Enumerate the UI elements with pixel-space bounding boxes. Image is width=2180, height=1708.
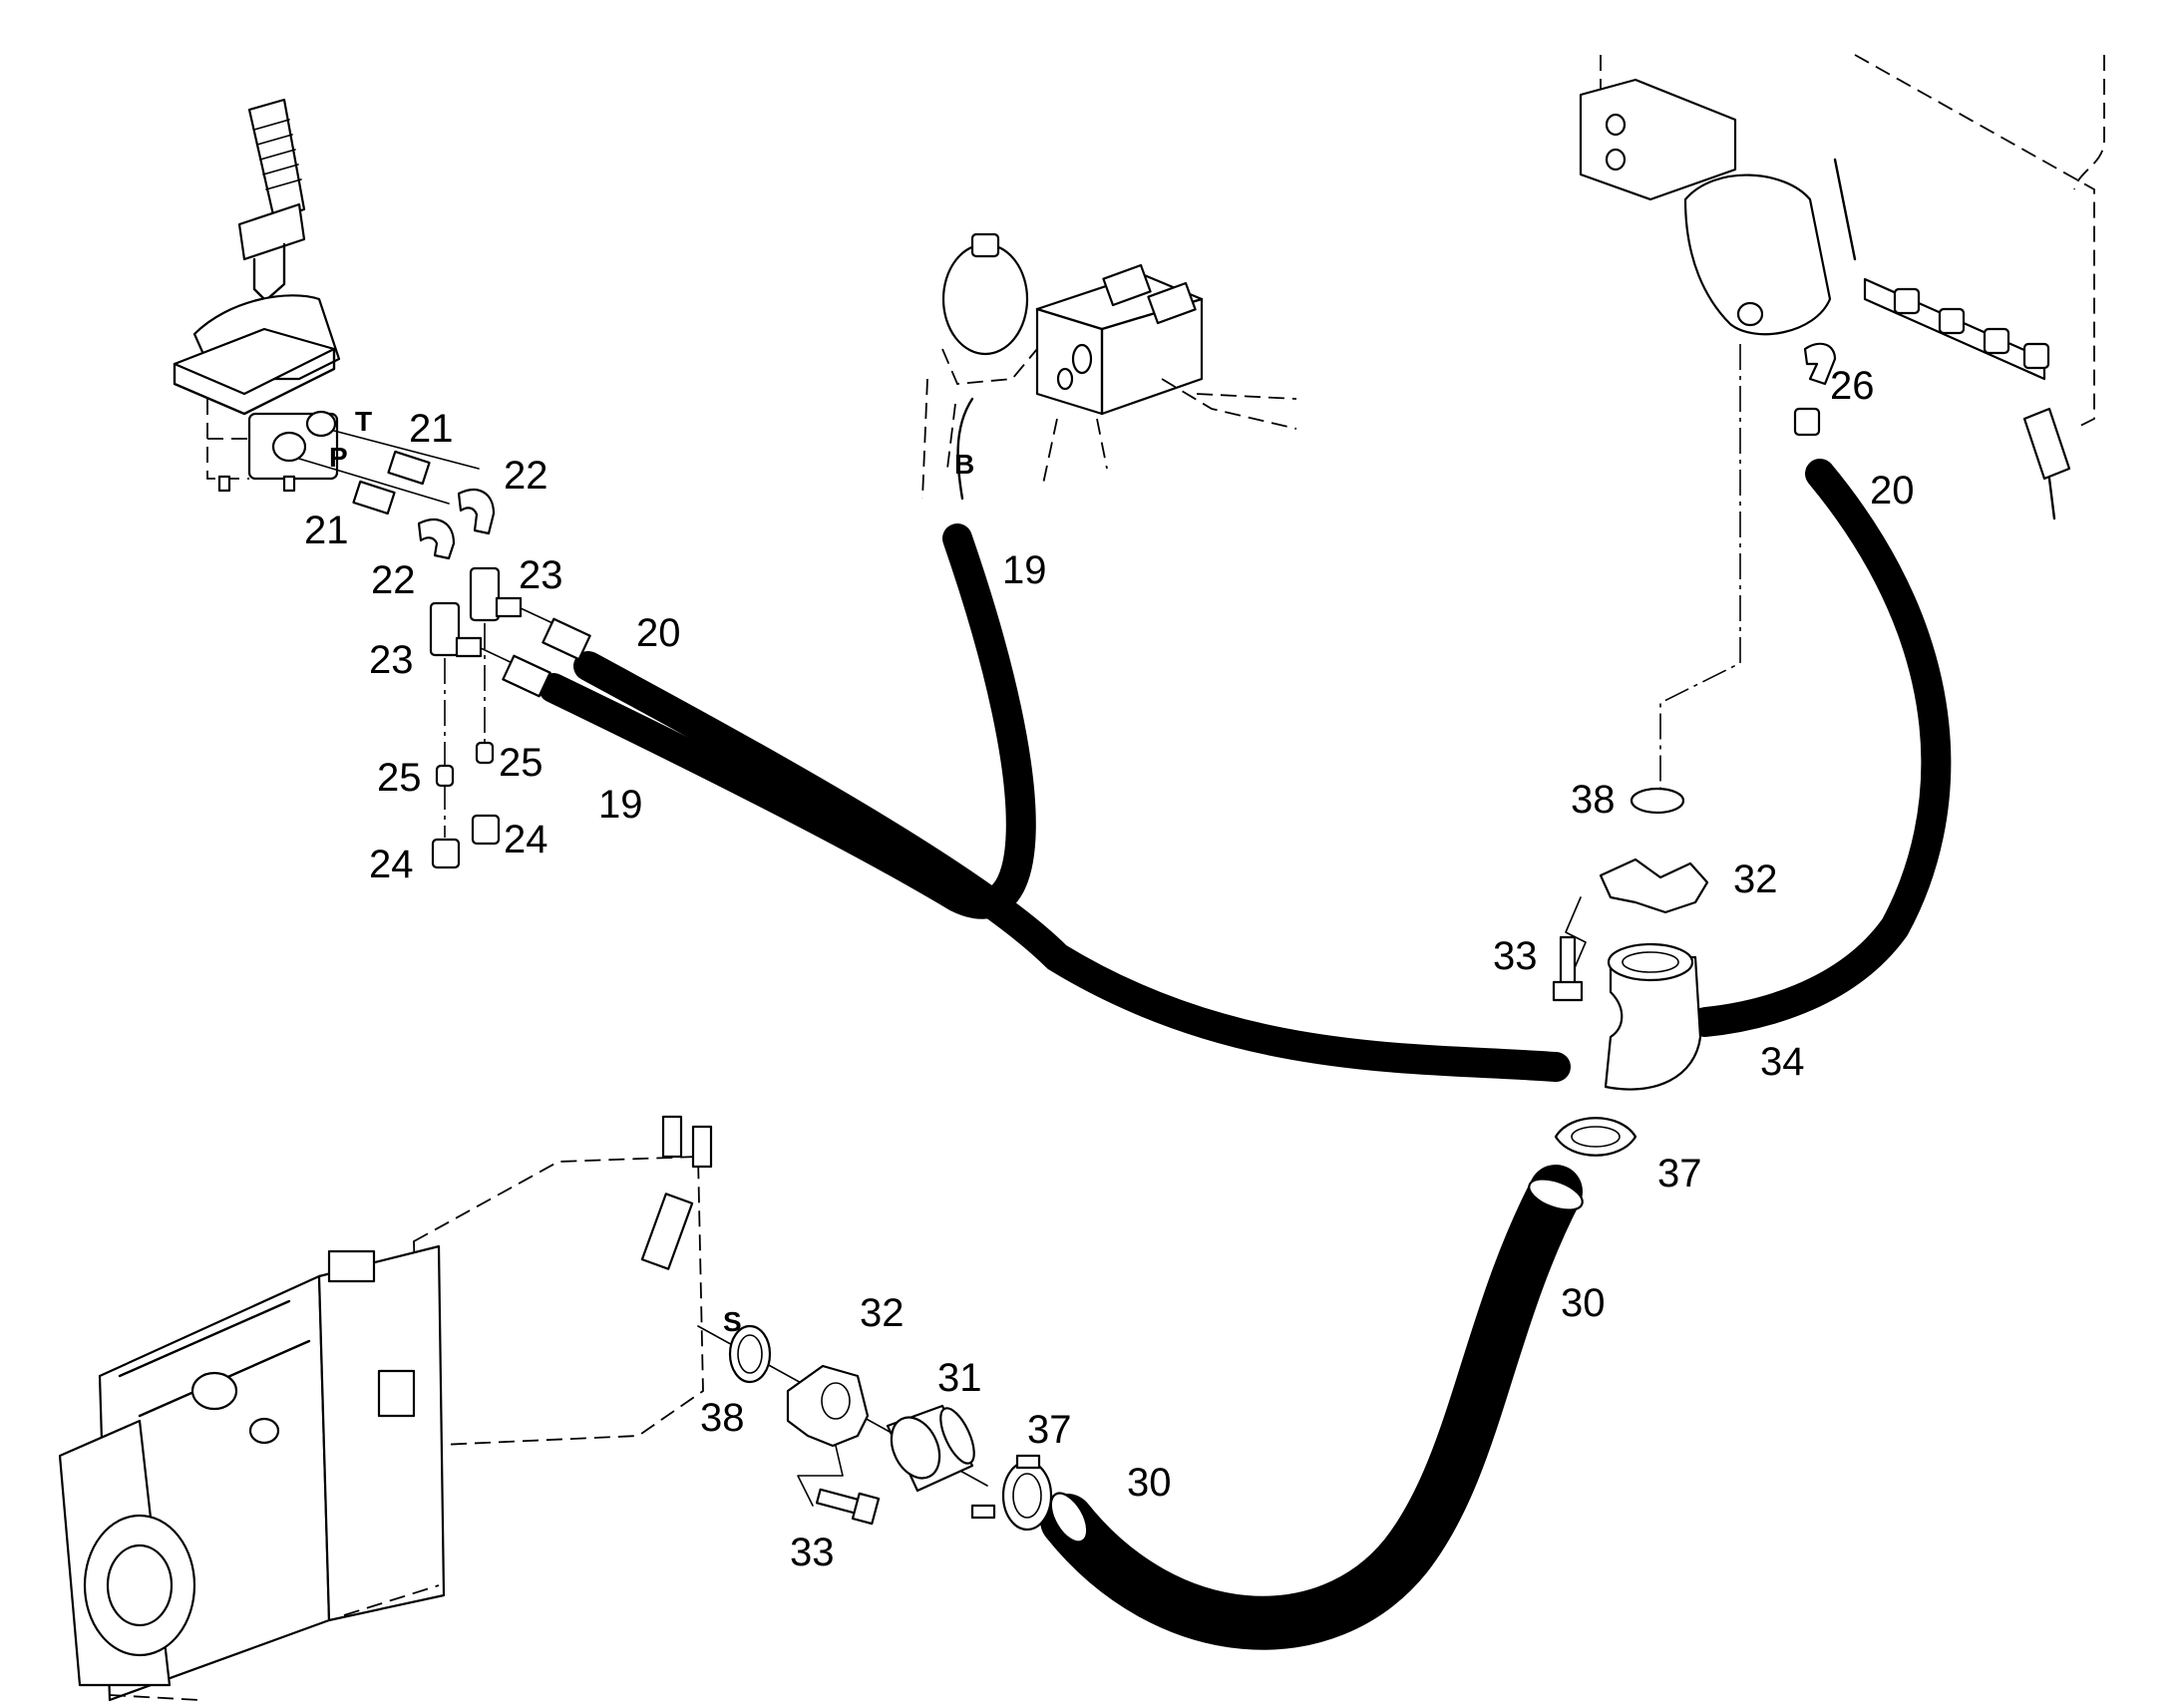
- flange-32-right: [1599, 857, 1709, 914]
- elbow-34: [1604, 942, 1702, 1091]
- joystick-valve: [173, 98, 341, 493]
- port-label-s: S: [723, 1306, 742, 1337]
- clamp-37-bottom: [970, 1454, 1053, 1532]
- elbow-22-upper: [457, 488, 496, 535]
- part-label-25: 25: [499, 741, 544, 785]
- part-label-19: 19: [598, 783, 643, 827]
- part-label-30: 30: [1127, 1461, 1172, 1505]
- part-label-25: 25: [377, 756, 422, 800]
- part-label-32: 32: [1733, 857, 1778, 901]
- hose-end-fittings: [502, 617, 591, 698]
- plug-25-right: [475, 741, 495, 765]
- part-label-21: 21: [304, 509, 349, 552]
- fitting-21-upper: [387, 450, 431, 486]
- part-label-24: 24: [369, 843, 414, 886]
- hose-20-right: [1690, 459, 1952, 1037]
- suction-hose-30: [1040, 1165, 1584, 1650]
- part-label-38: 38: [700, 1396, 745, 1440]
- nut-24-right: [471, 814, 501, 846]
- part-label-32: 32: [860, 1291, 905, 1335]
- part-label-31: 31: [937, 1356, 982, 1400]
- part-label-34: 34: [1760, 1040, 1805, 1084]
- part-label-19: 19: [1002, 548, 1047, 592]
- part-label-20: 20: [636, 611, 681, 655]
- hose-19-long: [539, 523, 1036, 919]
- o-ring-38-right: [1630, 787, 1685, 815]
- fittings-group: [298, 430, 591, 869]
- part-label-30: 30: [1561, 1281, 1606, 1325]
- clamp-37-right: [1554, 1117, 1637, 1157]
- suction-fittings-bottom: [697, 1324, 1053, 1532]
- part-label-33: 33: [790, 1531, 835, 1574]
- bolt-33-bottom: [815, 1488, 881, 1526]
- port-label-p: P: [329, 442, 348, 473]
- part-label-37: 37: [1027, 1408, 1072, 1452]
- hose-20-long: [573, 651, 1571, 1082]
- flange-32-bottom: [786, 1364, 870, 1448]
- bolt-33-right: [1552, 935, 1584, 1002]
- suction-fittings-right: [1552, 787, 1709, 1157]
- o-ring-38-bottom: [728, 1324, 772, 1384]
- plug-25-left: [435, 764, 455, 788]
- port-label-b: B: [954, 449, 974, 480]
- adapter-31: [886, 1404, 975, 1493]
- tank-pump-top-right: [1579, 54, 2105, 798]
- part-label-26: 26: [1830, 364, 1875, 408]
- manifold-fittings: [1893, 287, 2071, 520]
- tee-23-lower: [429, 601, 483, 658]
- part-label-23: 23: [519, 553, 563, 597]
- port-label-t: T: [355, 406, 372, 437]
- part-label-33: 33: [1493, 934, 1538, 978]
- valve-block-center: [921, 232, 1297, 501]
- part-label-21: 21: [409, 407, 454, 451]
- part-label-22: 22: [371, 558, 416, 602]
- hydraulic-pump: [58, 1115, 713, 1702]
- elbow-22-lower: [417, 517, 456, 560]
- elbow-26: [1803, 342, 1837, 386]
- part-label-24: 24: [504, 818, 548, 861]
- fitting-21-lower: [352, 480, 396, 515]
- tee-23-upper: [469, 566, 523, 622]
- part-label-22: 22: [504, 454, 548, 498]
- part-label-20: 20: [1870, 469, 1915, 512]
- nut-24-left: [431, 838, 461, 869]
- part-label-37: 37: [1657, 1152, 1702, 1196]
- part-label-23: 23: [369, 638, 414, 682]
- part-label-38: 38: [1571, 778, 1616, 822]
